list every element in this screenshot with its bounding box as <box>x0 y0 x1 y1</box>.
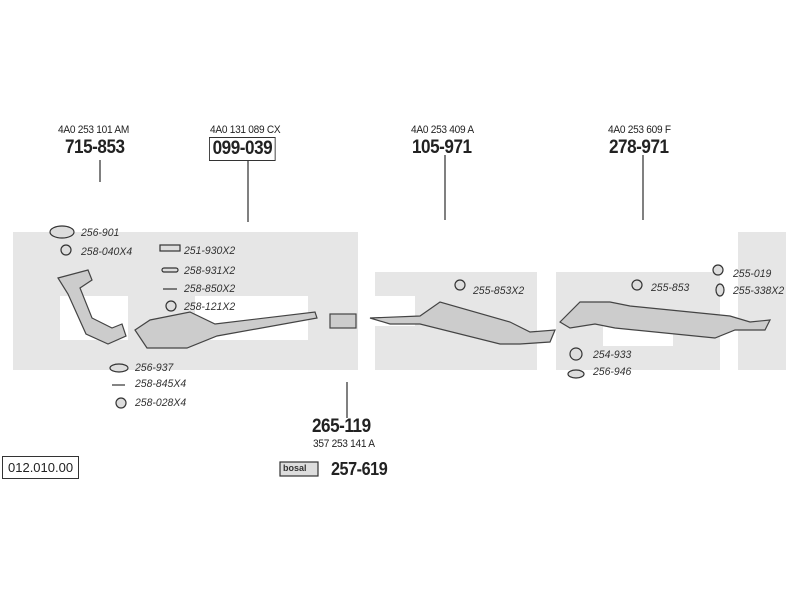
accessory-label[interactable]: 258-845X4 <box>135 378 187 390</box>
accessory-label[interactable]: 258-028X4 <box>135 397 187 409</box>
clamp <box>329 313 357 329</box>
middle-silencer <box>369 301 556 345</box>
accessory-label[interactable]: 256-946 <box>593 366 632 378</box>
oe-number: 4A0 131 089 CX <box>210 124 281 136</box>
accessory-label[interactable]: 255-853X2 <box>473 285 525 297</box>
accessory-label[interactable]: 256-937 <box>135 362 174 374</box>
part-number-highlighted[interactable]: 099-039 <box>209 137 276 161</box>
rear-silencer <box>559 301 772 339</box>
part-number[interactable]: 278-971 <box>609 137 669 158</box>
accessory-label[interactable]: 255-853 <box>651 282 690 294</box>
catalytic-converter <box>134 311 318 349</box>
accessory-label[interactable]: 254-933 <box>593 349 632 361</box>
oe-number: 357 253 141 A <box>313 438 375 450</box>
accessory-label[interactable]: 255-338X2 <box>733 285 785 297</box>
accessory-label[interactable]: 258-121X2 <box>184 301 236 313</box>
accessory-label[interactable]: 256-901 <box>81 227 120 239</box>
accessory-label[interactable]: 258-040X4 <box>81 246 133 258</box>
accessory-label[interactable]: 258-850X2 <box>184 283 236 295</box>
kit-part-number[interactable]: 257-619 <box>331 459 388 479</box>
bosal-logo: bosal <box>283 463 307 473</box>
part-number[interactable]: 105-971 <box>412 137 472 158</box>
accessory-label[interactable]: 251-930X2 <box>184 245 236 257</box>
accessory-label[interactable]: 255-019 <box>733 268 772 280</box>
part-number[interactable]: 265-119 <box>312 416 371 437</box>
part-number[interactable]: 715-853 <box>65 137 125 158</box>
oe-number: 4A0 253 101 AM <box>58 124 129 136</box>
front-pipe <box>57 269 127 345</box>
oe-number: 4A0 253 409 A <box>411 124 474 136</box>
accessory-label[interactable]: 258-931X2 <box>184 265 236 277</box>
oe-number: 4A0 253 609 F <box>608 124 671 136</box>
diagram-reference: 012.010.00 <box>2 456 80 479</box>
